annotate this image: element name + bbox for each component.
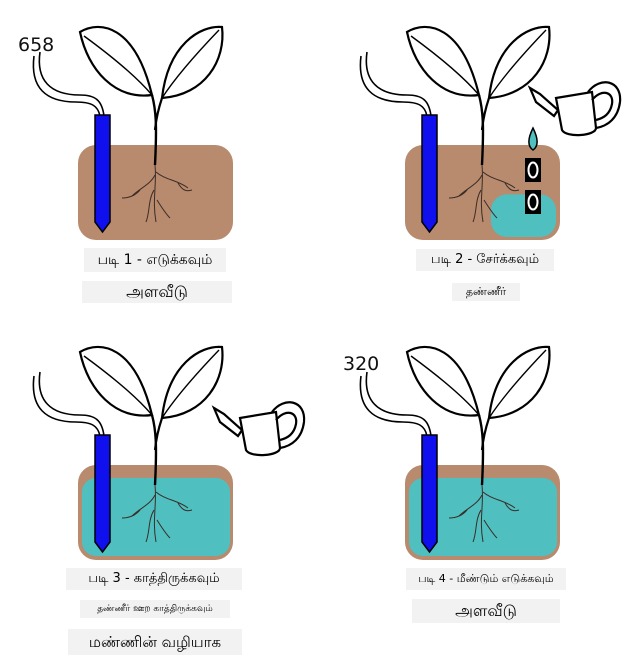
- panel-4-caption: அளவீடு: [412, 599, 560, 623]
- moisture-sensor-icon: [421, 114, 438, 234]
- panel-2: [359, 25, 560, 240]
- panel-1-step-label: படி 1 - எடுக்கவும்: [84, 248, 226, 272]
- panel-1: [32, 25, 233, 240]
- water-drop-icon: [528, 126, 538, 151]
- panel-4-water: [409, 478, 557, 556]
- moisture-sensor-icon: [94, 114, 111, 234]
- moisture-sensor-icon: [94, 434, 111, 554]
- water-drops: [525, 126, 541, 214]
- watering-can-icon: [528, 81, 622, 137]
- panel-1-reading: 658: [18, 34, 55, 56]
- moisture-sensor-icon: [421, 434, 438, 554]
- panel-4-reading: 320: [343, 353, 380, 375]
- panel-2-step-label: படி 2 - சேர்க்கவும்: [416, 249, 554, 271]
- panel-1-caption: அளவீடு: [82, 281, 232, 303]
- panel-4-step-label: படி 4 - மீண்டும் எடுக்கவும்: [406, 568, 566, 590]
- panel-1-soil: [78, 145, 233, 240]
- panel-3-water: [82, 478, 230, 556]
- watering-can-icon: [212, 401, 306, 457]
- water-drop-icon: [525, 158, 541, 182]
- panel-3: [32, 345, 233, 560]
- water-drop-icon: [525, 190, 541, 214]
- panel-3-step-label: படி 3 - காத்திருக்கவும்: [66, 568, 242, 590]
- panel-2-water: [490, 194, 556, 237]
- panel-4: [359, 345, 560, 560]
- panel-2-caption: தண்ணீர்: [452, 283, 520, 301]
- panel-3-caption-line-1: தண்ணீர் ஊற காத்திருக்கவும்: [80, 600, 230, 618]
- panel-3-caption-line-2: மண்ணின் வழியாக: [68, 629, 242, 655]
